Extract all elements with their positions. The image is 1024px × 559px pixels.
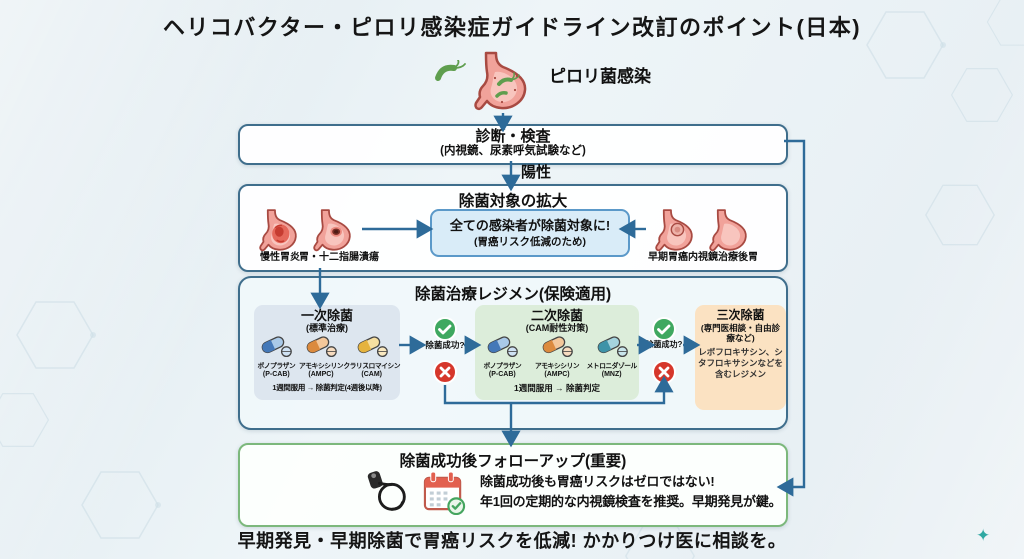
infected-stomach-icon [474, 51, 527, 111]
drug-amoxicillin: アモキシシリン (AMPC) [530, 334, 585, 379]
gastritis-label: 慢性胃炎 [260, 252, 300, 263]
success-question-label: 除菌成功? [425, 340, 465, 350]
drug-vonoprazan: ボノプラザン (P-CAB) [475, 334, 530, 379]
capsule-icon-blue [262, 336, 293, 358]
diagnosis-title: 診断・検査 [475, 128, 551, 145]
followup-line2: 年1回の定期的な内視鏡検査を推奨。早期発見が鍵。 [480, 494, 782, 509]
second-line-note: 1週間服用 → 除菌判定 [514, 383, 600, 393]
healthy-stomach-icon [709, 209, 747, 252]
page-title: ヘリコバクター・ピロリ感染症ガイドライン改訂のポイント(日本) [162, 15, 862, 40]
capsule-icon-blue [488, 336, 519, 358]
regimen-title: 除菌治療レジメン(保険適用) [414, 286, 612, 303]
first-line-box: 一次除菌 (標準治療) ボノプラザン (P-CAB) [254, 305, 401, 400]
second-line-subtitle: (CAM耐性対策) [525, 323, 589, 333]
second-line-title: 二次除菌 [530, 308, 583, 323]
capsule-icon-orange [542, 336, 573, 358]
regimen-box: 除菌治療レジメン(保険適用) 一次除菌 (標準治療) ボノプラザン (P-CAB… [238, 276, 788, 430]
h-pylori-bacterium-icon [435, 60, 466, 81]
diagnosis-box: 診断・検査 (内視鏡、尿素呼気試験など) [238, 124, 788, 165]
ulcer-label: 胃・十二指腸潰瘍 [299, 252, 379, 263]
treated-cancer-stomach-icon [655, 209, 693, 252]
third-line-title: 三次除菌 [716, 308, 765, 322]
failure-cross-icon [433, 360, 457, 384]
success-check-icon [433, 317, 457, 341]
ulcer-stomach-icon [313, 209, 351, 252]
diagnosis-subtitle: (内視鏡、尿素呼気試験など) [440, 145, 586, 157]
third-line-subtitle: (専門医相談・自由診療など) [700, 323, 781, 343]
infection-label: ピロリ菌感染 [549, 67, 651, 86]
third-line-box: 三次除菌 (専門医相談・自由診療など) レボフロキサシン、シタフロキサシンなどを… [695, 305, 786, 410]
drug-amoxicillin: アモキシシリン (AMPC) [299, 334, 344, 379]
followup-title: 除菌成功後フォローアップ(重要) [399, 453, 627, 470]
first-line-title: 一次除菌 [300, 308, 353, 323]
third-line-note: レボフロキサシン、シタフロキサシンなどを含むレジメン [698, 347, 784, 379]
calendar-check-icon [423, 471, 466, 515]
success-question-label: 除菌成功? [645, 340, 683, 349]
callout-line1: 全ての感染者が除菌対象に! [449, 218, 611, 233]
gastritis-stomach-icon [259, 209, 297, 252]
drug-metronidazole: メトロニダゾール (MNZ) [584, 334, 639, 379]
callout-line2: (胃癌リスク低減のため) [474, 236, 586, 248]
positive-result-label: 陽性 [521, 164, 552, 181]
endoscope-icon [367, 471, 406, 511]
capsule-icon-yellow [357, 336, 388, 358]
footer-message: 早期発見・早期除菌で胃癌リスクを低減! かかりつけ医に相談を。 [237, 531, 787, 551]
expansion-title: 除菌対象の拡大 [458, 193, 568, 210]
failure-cross-icon [652, 360, 676, 384]
drug-clarithromycin: クラリスロマイシン (CAM) [343, 334, 401, 379]
first-line-note: 1週間服用 → 除菌判定(4週後以降) [272, 383, 382, 392]
diamond-sparkle-icon: ✦ [976, 526, 991, 545]
treated-label: 早期胃癌内視鏡治療後胃 [648, 252, 758, 263]
success-check-icon [652, 317, 676, 341]
capsule-icon-teal [597, 336, 628, 358]
all-infected-callout: 全ての感染者が除菌対象に! (胃癌リスク低減のため) [430, 209, 630, 257]
eradication-target-box: 除菌対象の拡大 慢性胃炎 胃・十二指腸潰瘍 全ての感染者が除菌対象に! (胃癌リ… [238, 184, 788, 272]
followup-line1: 除菌成功後も胃癌リスクはゼロではない! [480, 474, 715, 489]
capsule-icon-orange [306, 336, 337, 358]
first-line-subtitle: (標準治療) [306, 323, 348, 333]
drug-vonoprazan: ボノプラザン (P-CAB) [254, 334, 299, 379]
second-line-box: 二次除菌 (CAM耐性対策) ボノプラザン (P-CAB) [475, 305, 639, 400]
followup-box: 除菌成功後フォローアップ(重要) 除菌成功後も胃癌リスクはゼロではない! 年1回… [238, 443, 788, 527]
